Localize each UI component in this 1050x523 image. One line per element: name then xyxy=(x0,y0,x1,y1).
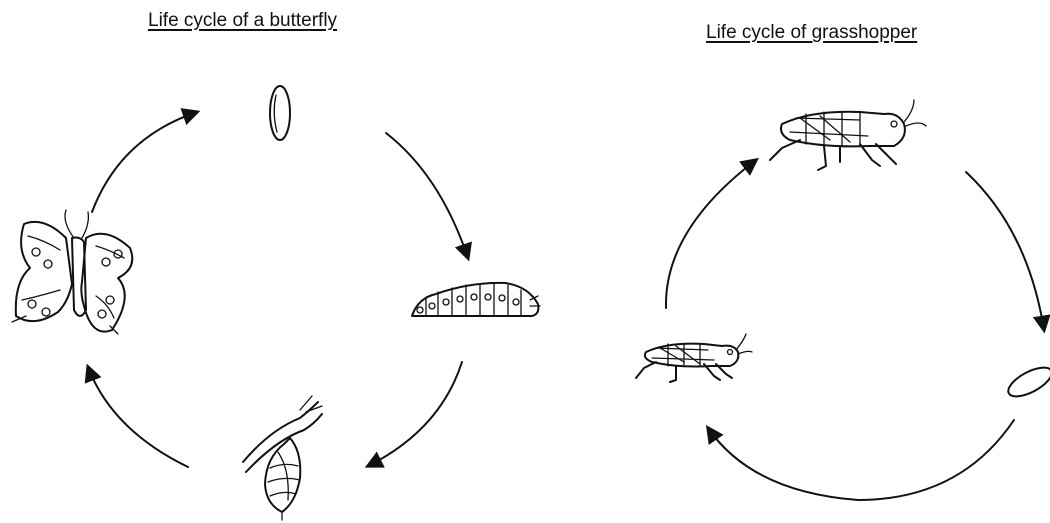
arrow-egg-to-caterpillar xyxy=(386,133,468,258)
egg-icon xyxy=(1004,362,1050,402)
arrow-butterfly-to-egg xyxy=(92,112,197,212)
arrow-adult-to-egg xyxy=(966,172,1044,330)
grasshopper-nymph-icon xyxy=(636,334,752,382)
grasshopper-cycle xyxy=(636,100,1050,500)
arrow-caterpillar-to-pupa xyxy=(368,362,462,466)
butterfly-icon xyxy=(12,210,132,334)
arrow-egg-to-nymph xyxy=(708,420,1014,500)
arrow-nymph-to-adult xyxy=(666,160,756,308)
butterfly-cycle xyxy=(12,86,540,520)
arrow-pupa-to-butterfly xyxy=(88,367,188,467)
grasshopper-adult-icon xyxy=(770,100,926,170)
egg-icon xyxy=(270,86,290,140)
caterpillar-icon xyxy=(412,283,540,316)
pupa-icon xyxy=(243,396,322,520)
